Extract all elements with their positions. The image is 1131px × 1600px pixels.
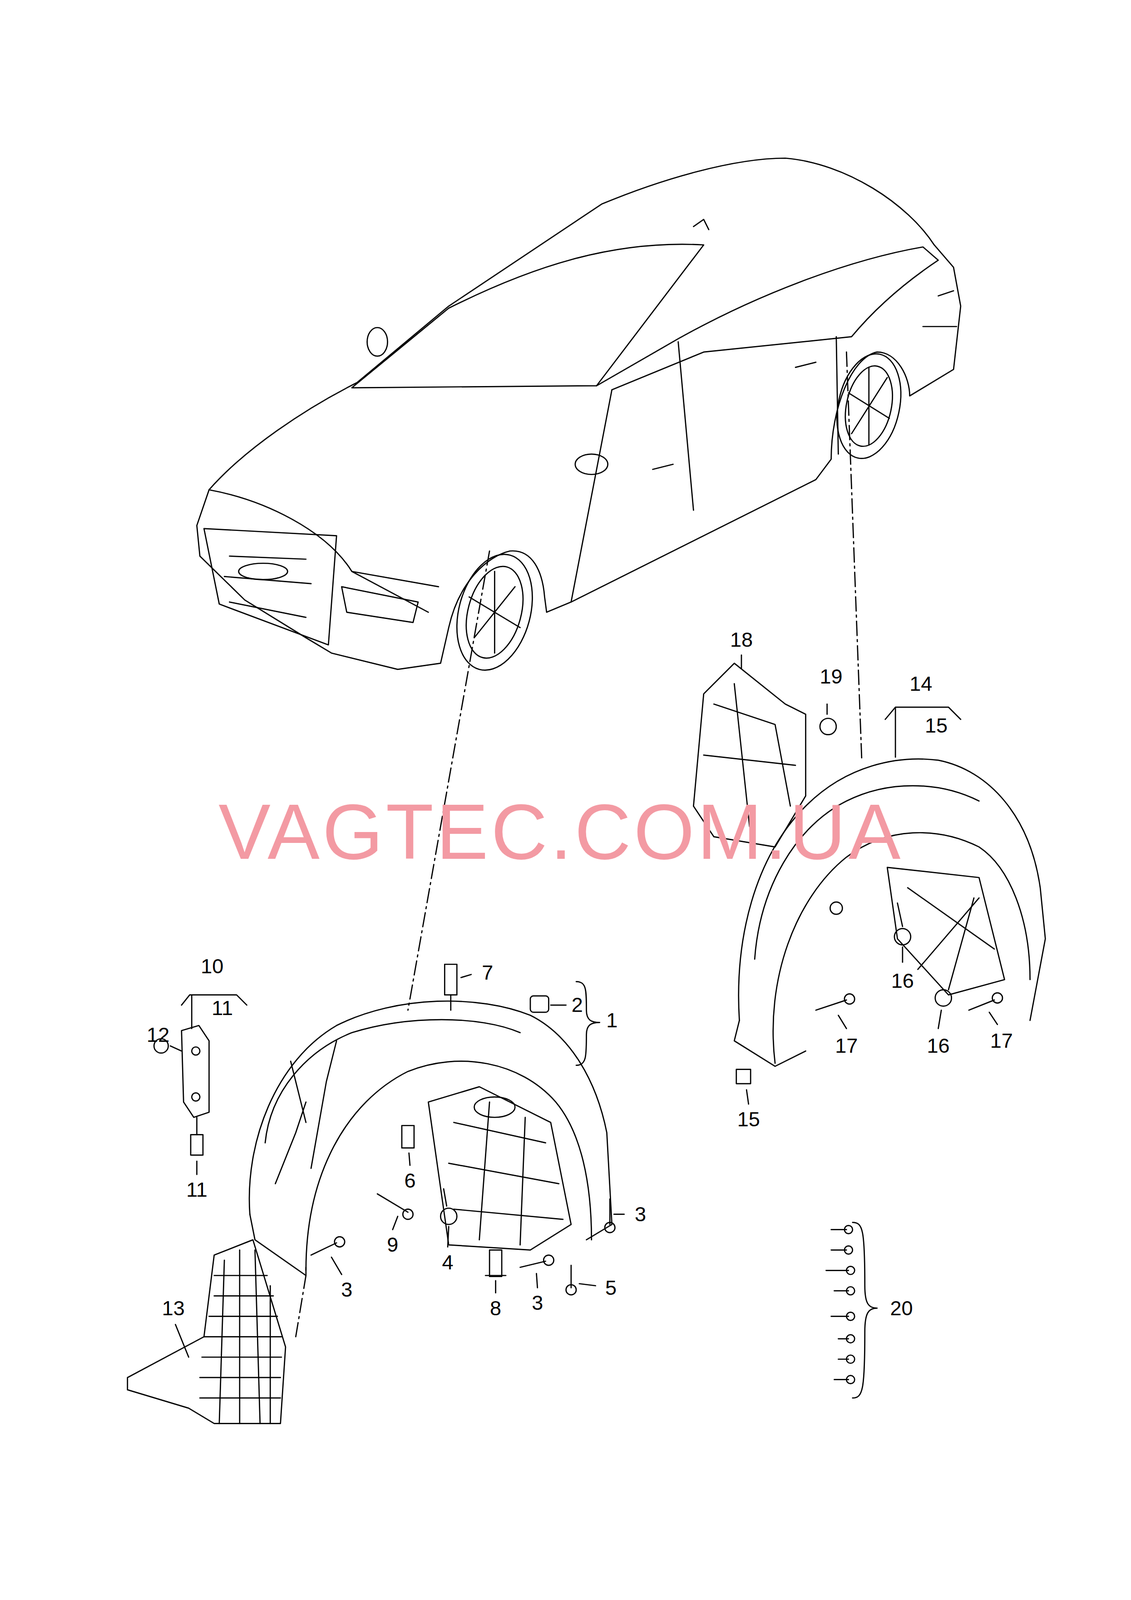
callout-number: 10 (200, 955, 224, 977)
callout-number: 8 (489, 1297, 502, 1318)
callout-number: 13 (162, 1297, 185, 1318)
callout-number: 15 (737, 1108, 761, 1130)
callout-number: 18 (730, 629, 753, 650)
callout-number: 14 (909, 672, 933, 694)
callout-number: 15 (924, 715, 948, 736)
callout-number: 5 (605, 1276, 617, 1298)
callout-number: 3 (531, 1292, 544, 1313)
callout-number: 11 (211, 997, 233, 1018)
callout-number: 12 (146, 1023, 170, 1045)
callout-number: 3 (634, 1203, 647, 1224)
callout-number: 9 (386, 1234, 399, 1255)
callout-number: 16 (926, 1035, 950, 1056)
watermark: VAGTEC.COM.UA (218, 792, 904, 871)
callout-number: 3 (340, 1279, 353, 1300)
callout-number: 1 (606, 1009, 618, 1031)
callout-number: 2 (571, 994, 583, 1015)
callout-number: 20 (890, 1297, 914, 1318)
callout-number: 4 (442, 1251, 454, 1272)
callout-number: 7 (481, 961, 494, 983)
callout-number: 11 (186, 1179, 208, 1200)
callout-number: 16 (891, 969, 914, 991)
callout-number: 17 (834, 1035, 858, 1056)
callout-number: 17 (990, 1030, 1013, 1051)
callout-number: 19 (819, 666, 843, 687)
callout-number: 6 (404, 1169, 416, 1191)
